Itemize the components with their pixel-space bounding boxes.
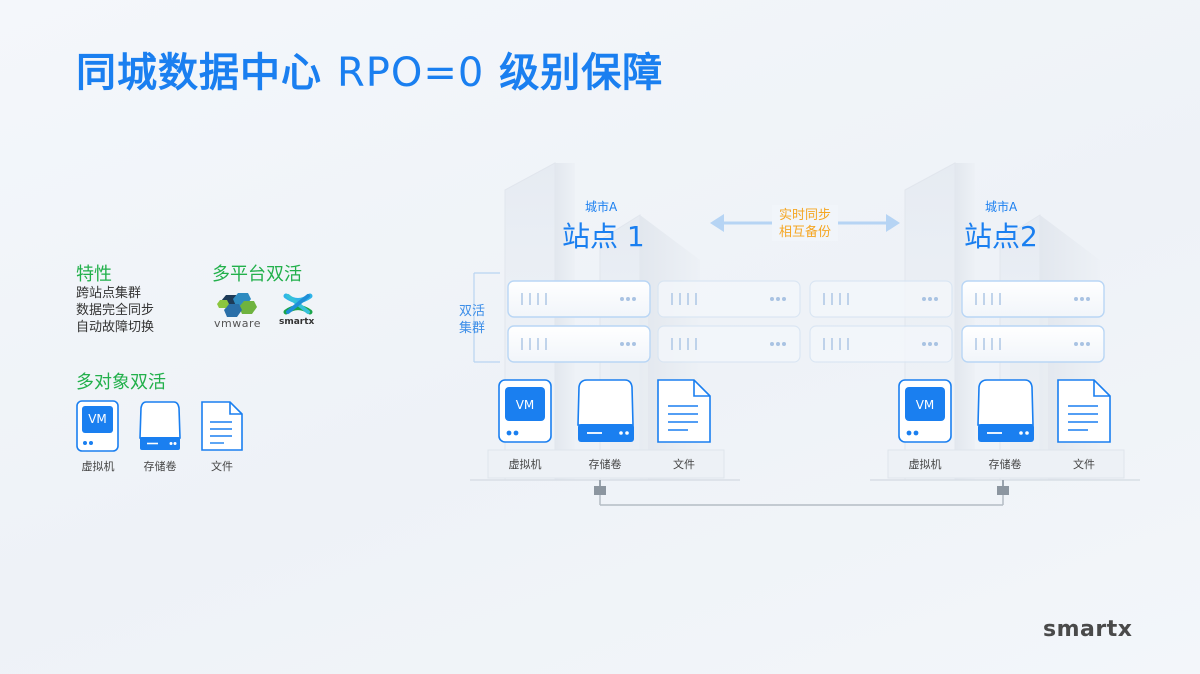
site1-label-vm: 虚拟机 bbox=[508, 458, 542, 471]
site2-name: 站点2 bbox=[964, 220, 1038, 253]
sync-arrow bbox=[710, 205, 900, 241]
site1-vm-badge: VM bbox=[515, 398, 535, 412]
sync-label: 实时同步 相互备份 bbox=[770, 207, 840, 241]
brand-logo: smartx bbox=[1043, 617, 1133, 642]
site2-label-storage: 存储卷 bbox=[988, 458, 1022, 471]
server-row-2 bbox=[507, 325, 1105, 363]
site1-label-file: 文件 bbox=[673, 458, 695, 471]
storage-volume-icon bbox=[138, 400, 182, 452]
features-title: 特性 bbox=[76, 264, 112, 285]
title-suffix: 级别保障 bbox=[499, 50, 664, 96]
platforms-title: 多平台双活 bbox=[212, 264, 302, 285]
site1-city: 城市A bbox=[585, 200, 618, 214]
cluster-label-line: 集群 bbox=[458, 321, 485, 336]
objects-title: 多对象双活 bbox=[76, 372, 166, 393]
title-rpo: RPO=0 bbox=[336, 50, 485, 96]
sync-label-line: 相互备份 bbox=[778, 225, 831, 240]
sync-label-line: 实时同步 bbox=[778, 208, 831, 223]
cluster-label: 双活 集群 bbox=[452, 303, 492, 337]
server-leds bbox=[620, 297, 1090, 346]
smartx-logo-text: smartx bbox=[279, 317, 315, 327]
site1-name: 站点 1 bbox=[562, 220, 645, 253]
feature-item: 数据完全同步 bbox=[76, 303, 155, 318]
object-label-storage: 存储卷 bbox=[143, 460, 177, 473]
file-icon bbox=[200, 400, 244, 452]
smartx-logo: smartx bbox=[278, 292, 318, 332]
cluster-label-line: 双活 bbox=[458, 304, 485, 319]
feature-item: 跨站点集群 bbox=[76, 286, 142, 301]
title-main: 同城数据中心 bbox=[76, 50, 322, 96]
site2-storage-icon bbox=[977, 379, 1034, 442]
server-details bbox=[521, 293, 1001, 350]
site1-vm-icon bbox=[498, 379, 552, 443]
site2-vm-icon bbox=[898, 379, 952, 443]
site2-file-icon bbox=[1057, 379, 1111, 443]
feature-item: 自动故障切换 bbox=[76, 320, 155, 335]
vmware-logo: vmware bbox=[214, 292, 264, 332]
site2-label-file: 文件 bbox=[1073, 458, 1095, 471]
page-title: 同城数据中心 RPO=0 级别保障 bbox=[76, 40, 663, 98]
vmware-logo-text: vmware bbox=[214, 317, 262, 330]
site1-storage-icon bbox=[577, 379, 634, 442]
site2-label-vm: 虚拟机 bbox=[908, 458, 942, 471]
site2-city: 城市A bbox=[985, 200, 1018, 214]
vm-badge: VM bbox=[88, 412, 107, 426]
site1-label-storage: 存储卷 bbox=[588, 458, 622, 471]
site1-file-icon bbox=[657, 379, 711, 443]
site2-vm-badge: VM bbox=[915, 398, 935, 412]
object-label-vm: 虚拟机 bbox=[81, 460, 115, 473]
network-link bbox=[594, 480, 1009, 506]
vm-icon: VM bbox=[76, 400, 120, 452]
server-row-1 bbox=[507, 280, 1105, 318]
object-label-file: 文件 bbox=[211, 460, 233, 473]
features-list: 跨站点集群 数据完全同步 自动故障切换 bbox=[76, 285, 154, 336]
